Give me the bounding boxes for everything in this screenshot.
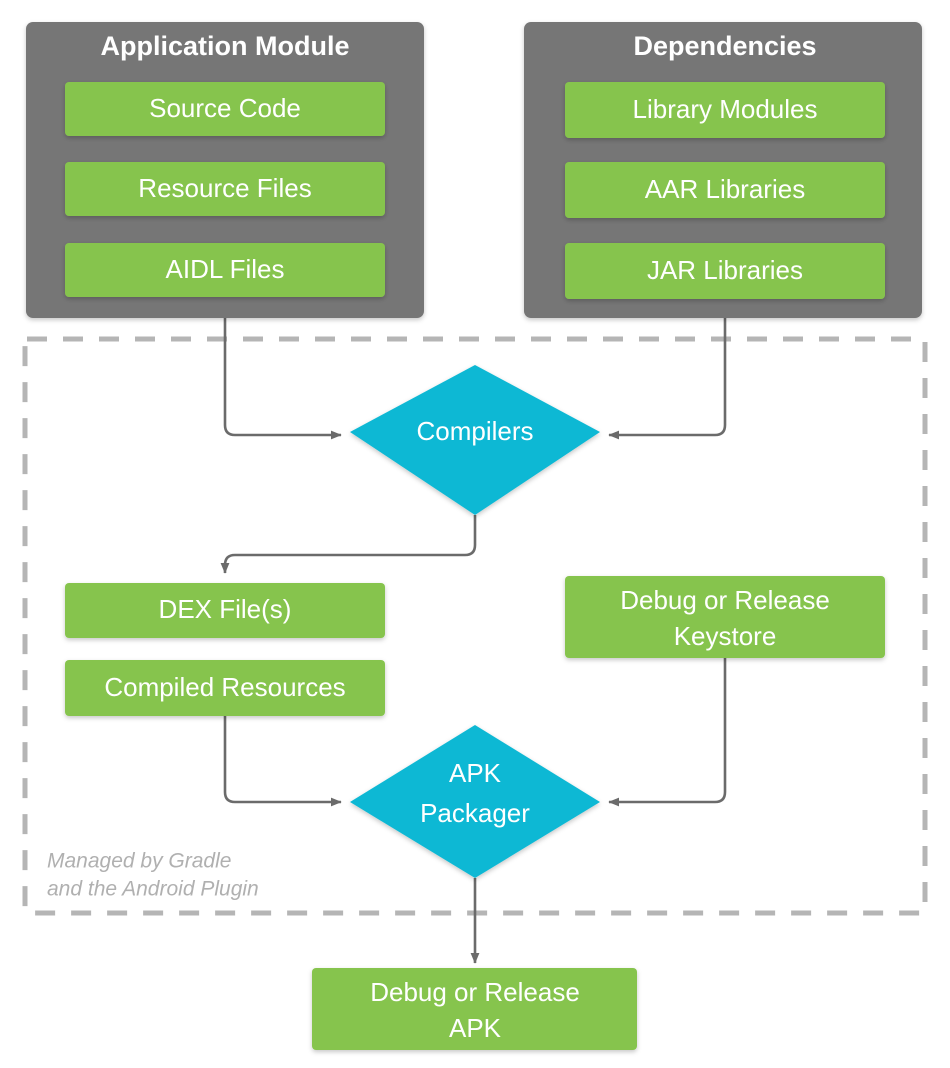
connector-dependencies-to-compilers: [608, 318, 727, 440]
box-output-apk-label-line2: APK: [449, 1013, 502, 1043]
box-aidl-files-label: AIDL Files: [166, 254, 285, 284]
application-module-title: Application Module: [101, 31, 350, 61]
box-keystore-shape: [565, 576, 885, 658]
node-apk-packager: APK Packager: [350, 725, 600, 878]
box-dex-files: [65, 583, 385, 638]
box-aidl-files: [65, 243, 385, 297]
box-keystore: Debug or Release Keystore: [565, 576, 885, 658]
connector-resources-to-packager: [223, 716, 342, 807]
dependencies-title: Dependencies: [633, 31, 816, 61]
connector-appmodule-to-compilers: [223, 318, 342, 440]
box-source-code: [65, 82, 385, 136]
group-application-module: Application Module Source Code Resource …: [26, 22, 424, 318]
box-library-modules: [565, 82, 885, 138]
apk-packager-diamond-shape: [350, 725, 600, 878]
box-resource-files: [65, 162, 385, 216]
apk-packager-label-line2: Packager: [420, 798, 530, 828]
compilers-label: Compilers: [416, 416, 533, 446]
box-aar-libraries: [565, 162, 885, 218]
box-resource-files-label: Resource Files: [138, 173, 311, 203]
box-keystore-label-line1: Debug or Release: [620, 585, 830, 615]
gradle-note-line1: Managed by Gradle: [47, 850, 231, 873]
box-compiled-resources: [65, 660, 385, 716]
compilers-diamond-shape: [350, 365, 600, 515]
connector-compilers-to-dex: [220, 515, 477, 574]
box-output-apk-shape: [312, 968, 637, 1050]
box-dex-files-label: DEX File(s): [159, 594, 292, 624]
box-compiled-resources-label: Compiled Resources: [104, 672, 345, 702]
box-output-apk-label-line1: Debug or Release: [370, 977, 580, 1007]
box-keystore-label-line2: Keystore: [674, 621, 777, 651]
box-jar-libraries: [565, 243, 885, 299]
gradle-note-line2: and the Android Plugin: [47, 878, 259, 901]
box-source-code-label: Source Code: [149, 93, 301, 123]
node-compilers: Compilers: [350, 365, 600, 515]
box-aar-libraries-label: AAR Libraries: [645, 174, 805, 204]
box-library-modules-label: Library Modules: [633, 94, 818, 124]
box-jar-libraries-label: JAR Libraries: [647, 255, 803, 285]
connector-keystore-to-packager: [608, 658, 727, 807]
box-output-apk: Debug or Release APK: [312, 968, 637, 1050]
apk-packager-label-line1: APK: [449, 758, 502, 788]
group-dependencies: Dependencies Library Modules AAR Librari…: [524, 22, 922, 318]
